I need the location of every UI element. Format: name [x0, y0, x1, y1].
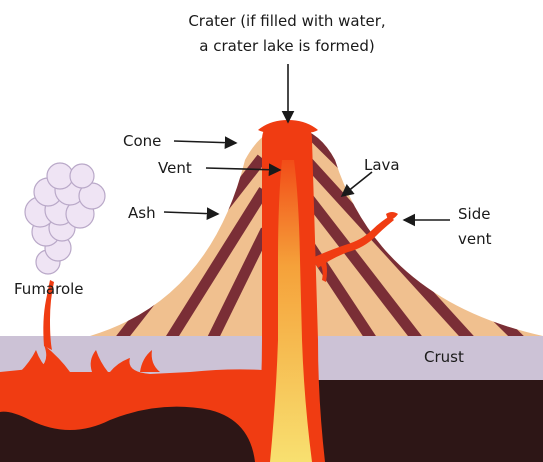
label-ash: Ash — [128, 204, 156, 222]
arrow-icon — [174, 141, 236, 143]
label-crater-line2: a crater lake is formed) — [199, 37, 374, 55]
label-side-vent-line1: Side — [458, 205, 490, 223]
label-fumarole: Fumarole — [14, 280, 84, 298]
label-lava: Lava — [364, 156, 400, 174]
label-side-vent-line2: vent — [458, 230, 492, 248]
side-vent-tip — [386, 212, 398, 220]
label-crater-line1: Crater (if filled with water, — [188, 12, 385, 30]
label-vent: Vent — [158, 159, 192, 177]
arrow-icon — [164, 212, 218, 214]
arrow-icon — [342, 172, 372, 196]
label-crust: Crust — [424, 348, 464, 366]
cloud-icon — [25, 163, 105, 274]
label-cone: Cone — [123, 132, 161, 150]
